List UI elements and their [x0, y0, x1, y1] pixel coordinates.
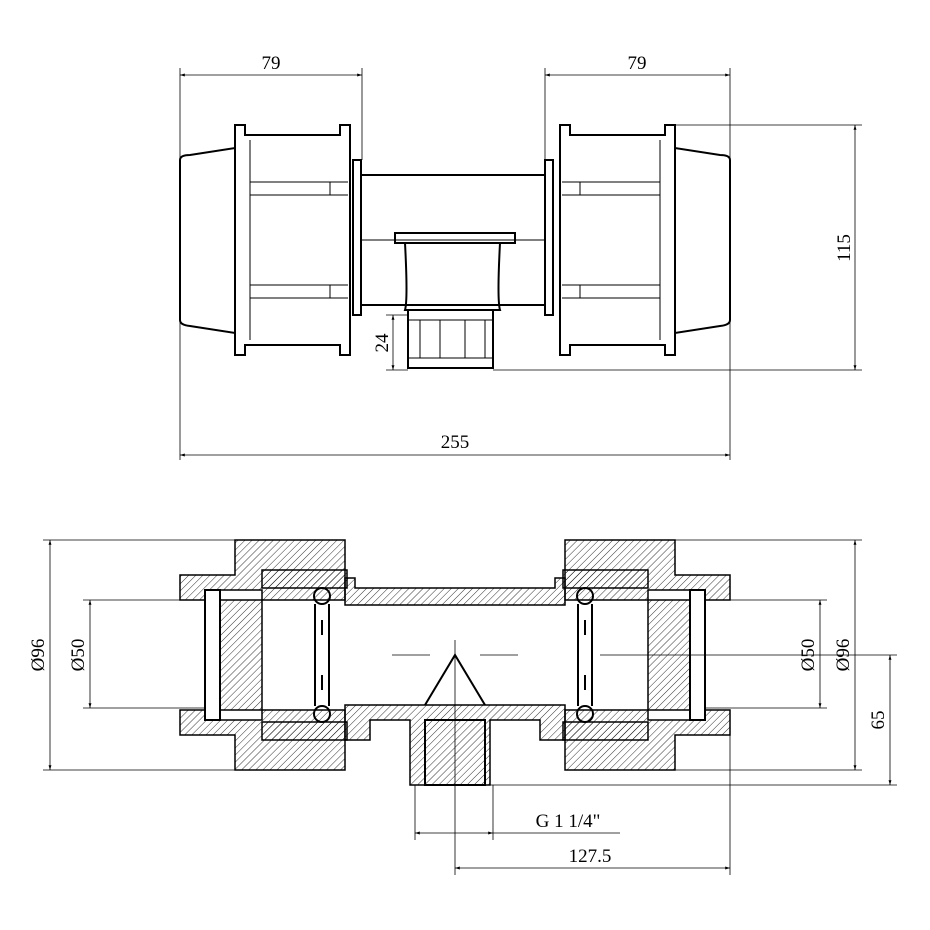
dim-thread: G 1 1/4": [536, 811, 601, 832]
dim-outlet-height: 65: [868, 711, 889, 730]
dim-half-length: 127.5: [569, 846, 612, 867]
left-nut-section: [179, 539, 348, 771]
dim-left-width: 79: [262, 53, 281, 74]
dimension-lines-top: [179, 68, 862, 460]
top-view: 79 79 115 24 255: [179, 53, 862, 460]
tee-body: [360, 174, 546, 369]
dim-left-inner-dia: Ø50: [68, 639, 89, 672]
dim-left-outer-dia: Ø96: [28, 639, 49, 672]
dim-right-width: 79: [628, 53, 647, 74]
left-flange: [352, 159, 362, 316]
section-view: Ø96 Ø50 Ø50 Ø96 65 G 1 1/4" 127.5: [28, 539, 897, 875]
dim-outlet: 24: [372, 333, 393, 353]
dimension-lines-section: [43, 539, 897, 875]
left-compression-nut: [179, 124, 351, 356]
right-compression-nut: [559, 124, 731, 356]
right-flange: [544, 159, 554, 316]
dim-height: 115: [834, 234, 855, 262]
dim-total-length: 255: [441, 432, 470, 453]
dim-right-outer-dia: Ø96: [833, 639, 854, 672]
tee-body-section: [344, 577, 566, 875]
dim-right-inner-dia: Ø50: [798, 639, 819, 672]
